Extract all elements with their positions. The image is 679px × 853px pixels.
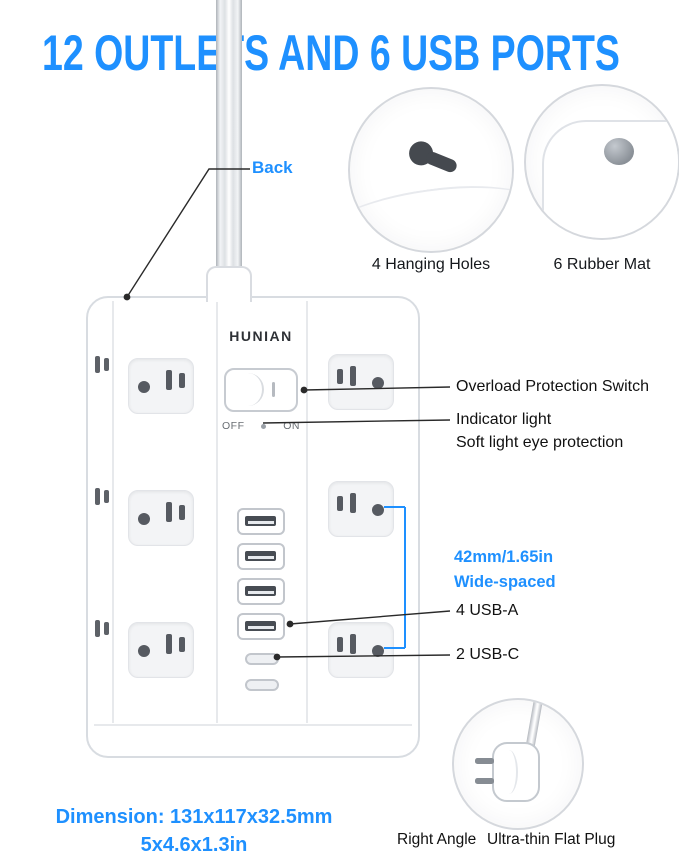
outlet-slot xyxy=(179,505,185,520)
device-edge-hint xyxy=(350,173,512,251)
column-divider xyxy=(306,301,308,723)
usb-a-port xyxy=(237,543,285,570)
usb-c-port xyxy=(245,653,279,665)
power-switch xyxy=(224,368,298,412)
inset-hanging-holes xyxy=(348,87,514,253)
usb-a-label: 4 USB-A xyxy=(456,602,519,619)
outlet-ground-hole xyxy=(372,645,384,657)
flat-plug-label: Ultra-thin Flat Plug xyxy=(487,831,616,848)
spacing-line-2: Wide-spaced xyxy=(454,573,556,591)
dimension-text: Dimension: 131x117x32.5mm 5x4.6x1.3in xyxy=(36,803,352,853)
switch-labels: OFF ON xyxy=(222,420,300,432)
side-edge-line xyxy=(112,301,114,723)
outlet-slot xyxy=(104,490,109,503)
back-label: Back xyxy=(252,158,293,177)
rubber-mat-label: 6 Rubber Mat xyxy=(553,256,651,273)
outlet xyxy=(328,354,394,410)
plug-prong xyxy=(475,778,494,784)
cord-strain-relief xyxy=(206,266,252,302)
outlet-slot xyxy=(104,358,109,371)
outlet-slot xyxy=(166,502,172,522)
right-angle-label: Right Angle xyxy=(397,831,477,848)
wide-spacing-label: 42mm/1.65in Wide-spaced xyxy=(454,545,556,595)
usb-a-slot xyxy=(245,586,276,596)
outlet-slot xyxy=(166,634,172,654)
outlet-slot xyxy=(104,622,109,635)
power-cord xyxy=(216,0,242,280)
usb-a-port xyxy=(237,613,285,640)
outlet-slot xyxy=(350,634,356,654)
outlet-ground-hole xyxy=(138,381,150,393)
flat-plug-icon xyxy=(492,742,540,802)
outlet-slot xyxy=(337,637,343,652)
outlet-slot xyxy=(179,637,185,652)
outlet-slot xyxy=(179,373,185,388)
power-strip-device: HUNIAN OFF ON xyxy=(86,296,420,758)
keyhole-slot xyxy=(424,150,459,175)
outlet xyxy=(128,622,194,678)
outlet-slot xyxy=(166,370,172,390)
outlet-ground-hole xyxy=(138,645,150,657)
brand-text: HUNIAN xyxy=(229,328,293,344)
dimension-line-2: 5x4.6x1.3in xyxy=(140,834,248,853)
rubber-foot-icon xyxy=(604,138,634,165)
dimension-line-1: Dimension: 131x117x32.5mm xyxy=(55,806,333,828)
inset-flat-plug xyxy=(452,698,584,830)
overload-switch-label: Overload Protection Switch xyxy=(456,378,649,395)
usb-a-port xyxy=(237,508,285,535)
usb-a-slot xyxy=(245,551,276,561)
outlet-slot xyxy=(350,366,356,386)
keyhole-icon xyxy=(405,136,466,182)
side-outlet xyxy=(93,356,111,390)
outlet-ground-hole xyxy=(138,513,150,525)
outlet xyxy=(128,490,194,546)
outlet-slot xyxy=(337,369,343,384)
switch-off-label: OFF xyxy=(222,420,245,432)
switch-on-label: ON xyxy=(283,420,300,432)
column-divider xyxy=(216,301,218,723)
page-title: 12 OUTLETS AND 6 USB PORTS xyxy=(42,25,620,81)
spacing-line-1: 42mm/1.65in xyxy=(454,548,554,566)
outlet-slot xyxy=(350,493,356,513)
outlet-ground-hole xyxy=(372,377,384,389)
base-seam-line xyxy=(94,724,412,726)
indicator-light-label: Indicator light xyxy=(456,411,552,428)
outlet xyxy=(328,622,394,678)
outlet-slot xyxy=(337,496,343,511)
usb-c-label: 2 USB-C xyxy=(456,646,520,663)
outlet-slot xyxy=(95,356,100,373)
indicator-light xyxy=(261,423,267,429)
hanging-holes-label: 4 Hanging Holes xyxy=(371,256,491,273)
usb-c-port xyxy=(245,679,279,691)
soft-light-label: Soft light eye protection xyxy=(456,434,624,451)
outlet-slot xyxy=(95,620,100,637)
usb-a-slot xyxy=(245,516,276,526)
outlet xyxy=(328,481,394,537)
inset-rubber-mat xyxy=(524,84,679,240)
device-corner-plate xyxy=(542,120,678,238)
side-outlet xyxy=(93,488,111,522)
outlet-ground-hole xyxy=(372,504,384,516)
plug-prong xyxy=(475,758,494,764)
side-outlet xyxy=(93,620,111,654)
usb-a-slot xyxy=(245,621,276,631)
outlet-slot xyxy=(95,488,100,505)
outlet xyxy=(128,358,194,414)
usb-a-port xyxy=(237,578,285,605)
